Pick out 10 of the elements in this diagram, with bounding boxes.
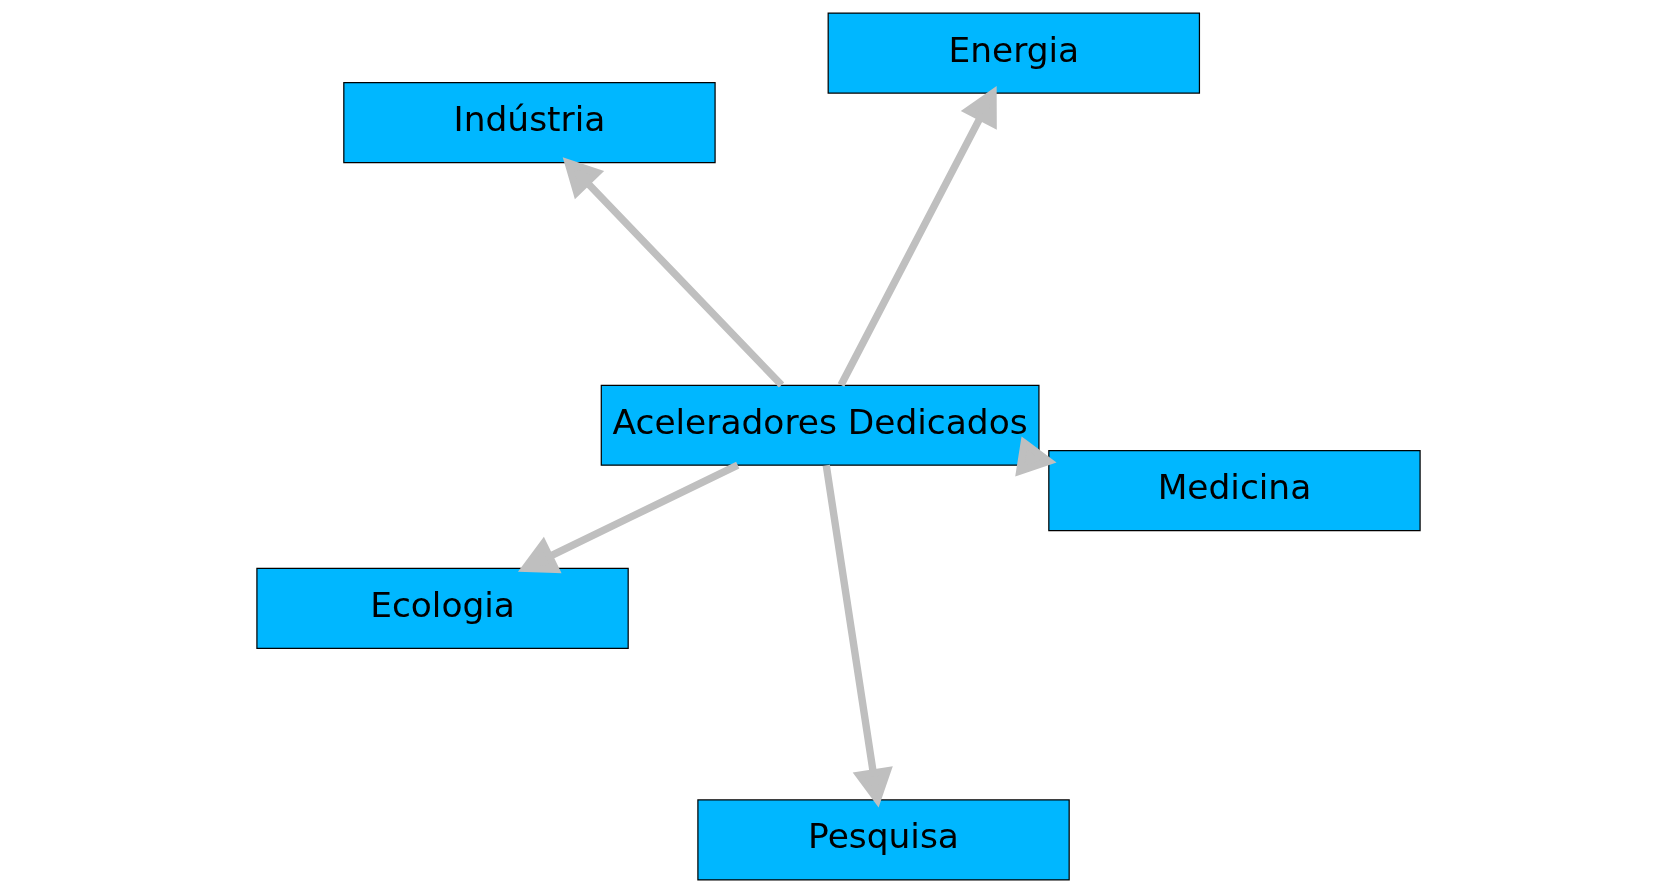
arrow [517, 461, 739, 574]
arrow [562, 157, 784, 388]
node-box: Ecologia [255, 567, 629, 649]
arrow [822, 464, 893, 808]
arrow [1014, 436, 1057, 477]
node-box: Indústria [342, 82, 716, 164]
node-box: Energia [827, 12, 1200, 94]
arrow [837, 86, 997, 387]
node-box: Pesquisa [696, 799, 1070, 881]
node-box: Medicina [1047, 450, 1421, 532]
